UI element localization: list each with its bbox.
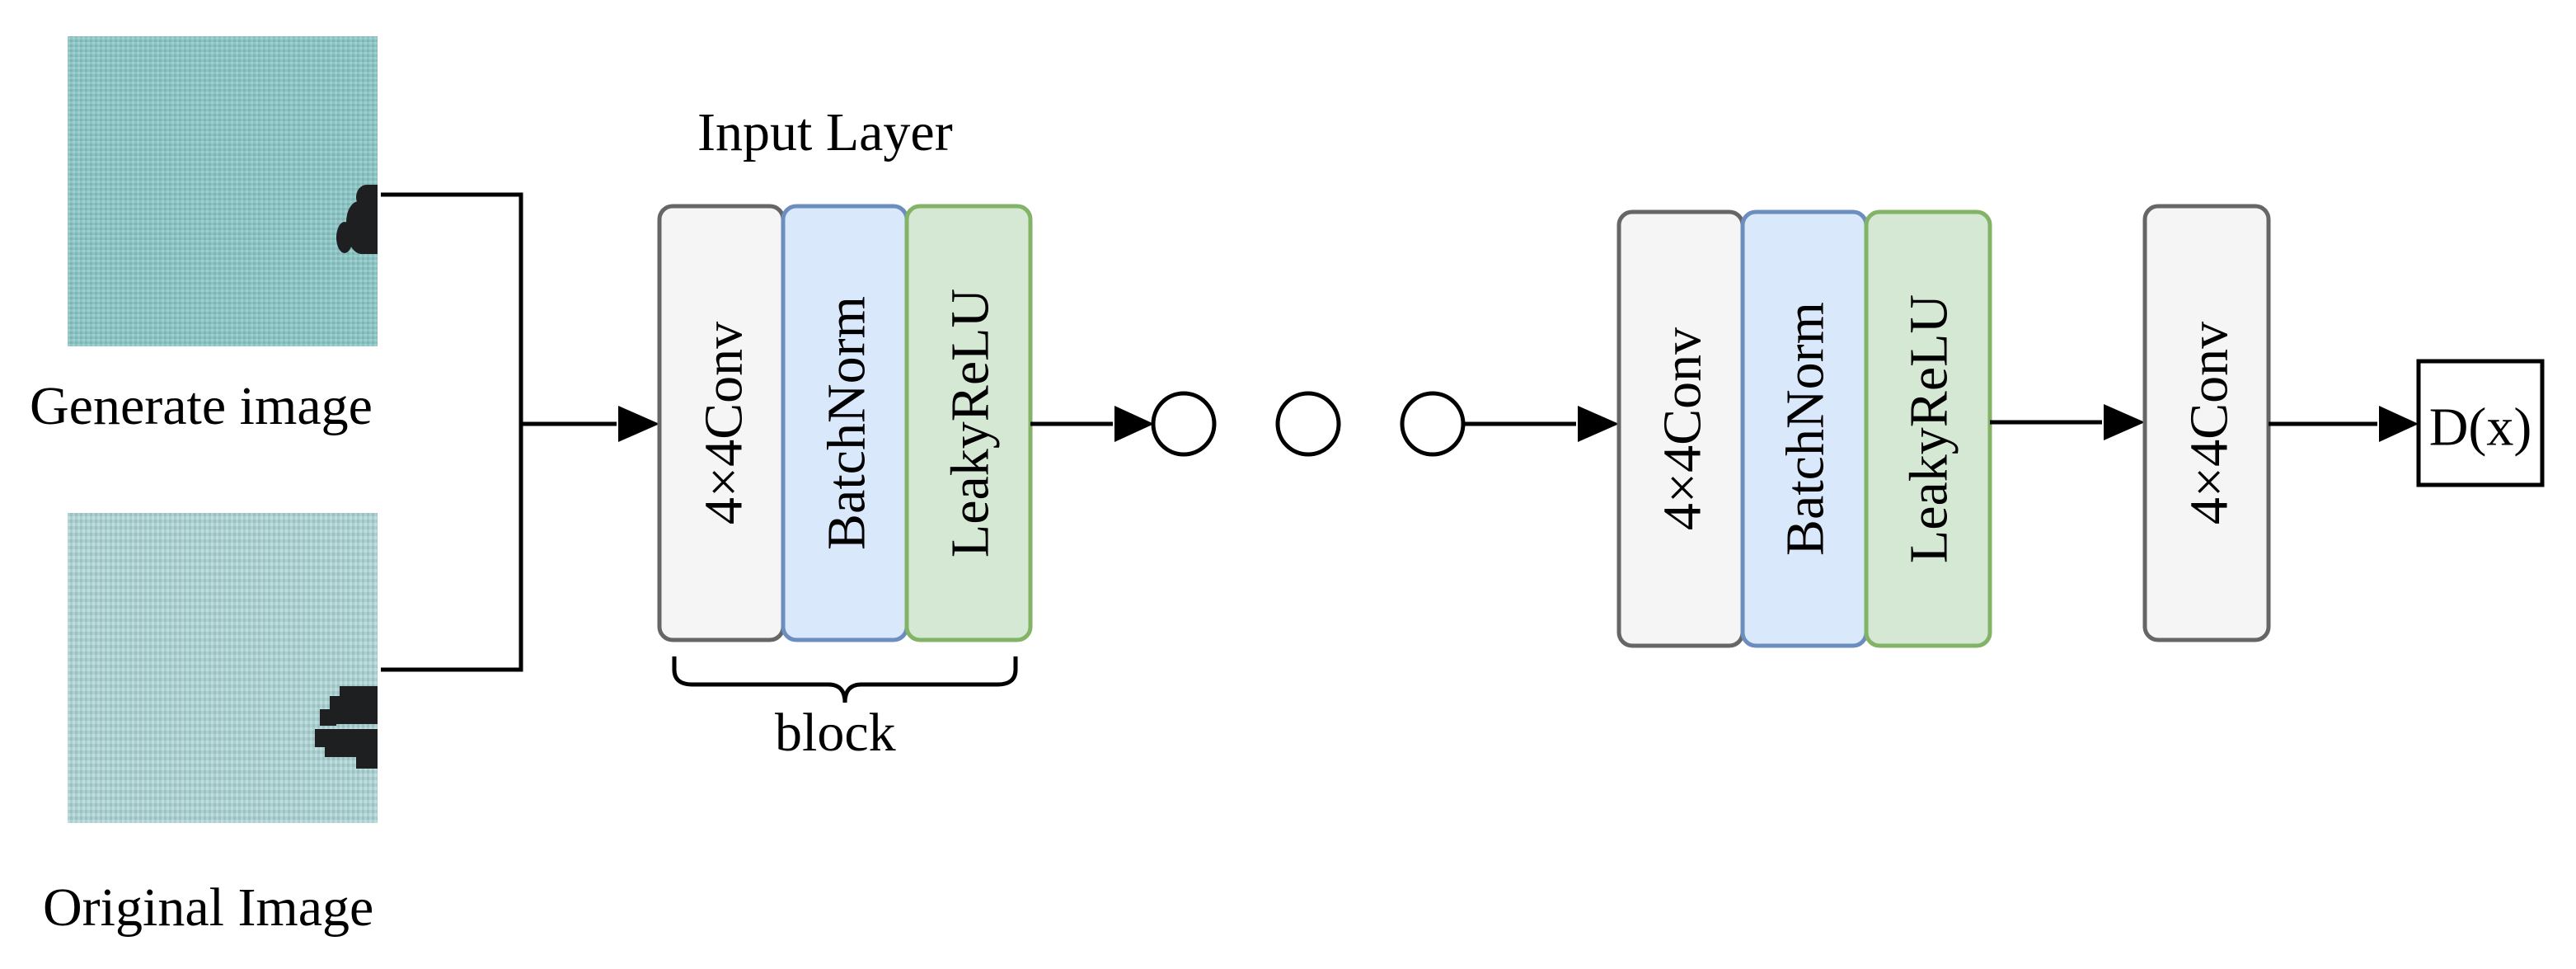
arrowhead-middle-block bbox=[1578, 406, 1619, 442]
image-merge-connector bbox=[381, 192, 523, 672]
final-conv-label: 4×4Conv bbox=[2180, 322, 2240, 524]
arrowhead-output bbox=[2379, 406, 2419, 442]
middle-conv-label: 4×4Conv bbox=[1653, 327, 1713, 530]
input-layer-title: Input Layer bbox=[697, 102, 953, 162]
ellipsis-circle-3 bbox=[1400, 391, 1466, 457]
output-label: D(x) bbox=[2429, 397, 2532, 458]
original-image-caption: Original Image bbox=[43, 877, 374, 938]
arrowhead-final-conv bbox=[2104, 404, 2145, 440]
arrowhead-input-layer bbox=[618, 406, 659, 442]
middle-leakyrelu-label: LeakyReLU bbox=[1899, 294, 1959, 563]
input-conv-label: 4×4Conv bbox=[694, 322, 754, 524]
input-leakyrelu-label: LeakyReLU bbox=[941, 289, 1001, 557]
generated-image bbox=[68, 36, 378, 346]
middle-batchnorm-label: BatchNorm bbox=[1776, 302, 1836, 556]
block-brace bbox=[672, 656, 1018, 703]
middle-leakyrelu-box bbox=[1864, 209, 1992, 648]
generated-image-caption: Generate image bbox=[30, 376, 373, 436]
ellipsis-circle-2 bbox=[1275, 391, 1341, 457]
output-box bbox=[2416, 359, 2545, 487]
ellipsis-circle-1 bbox=[1151, 391, 1217, 457]
arrowhead-ellipsis bbox=[1114, 406, 1154, 442]
input-batchnorm-label: BatchNorm bbox=[817, 296, 877, 550]
block-label: block bbox=[775, 703, 896, 763]
original-image bbox=[68, 513, 378, 823]
